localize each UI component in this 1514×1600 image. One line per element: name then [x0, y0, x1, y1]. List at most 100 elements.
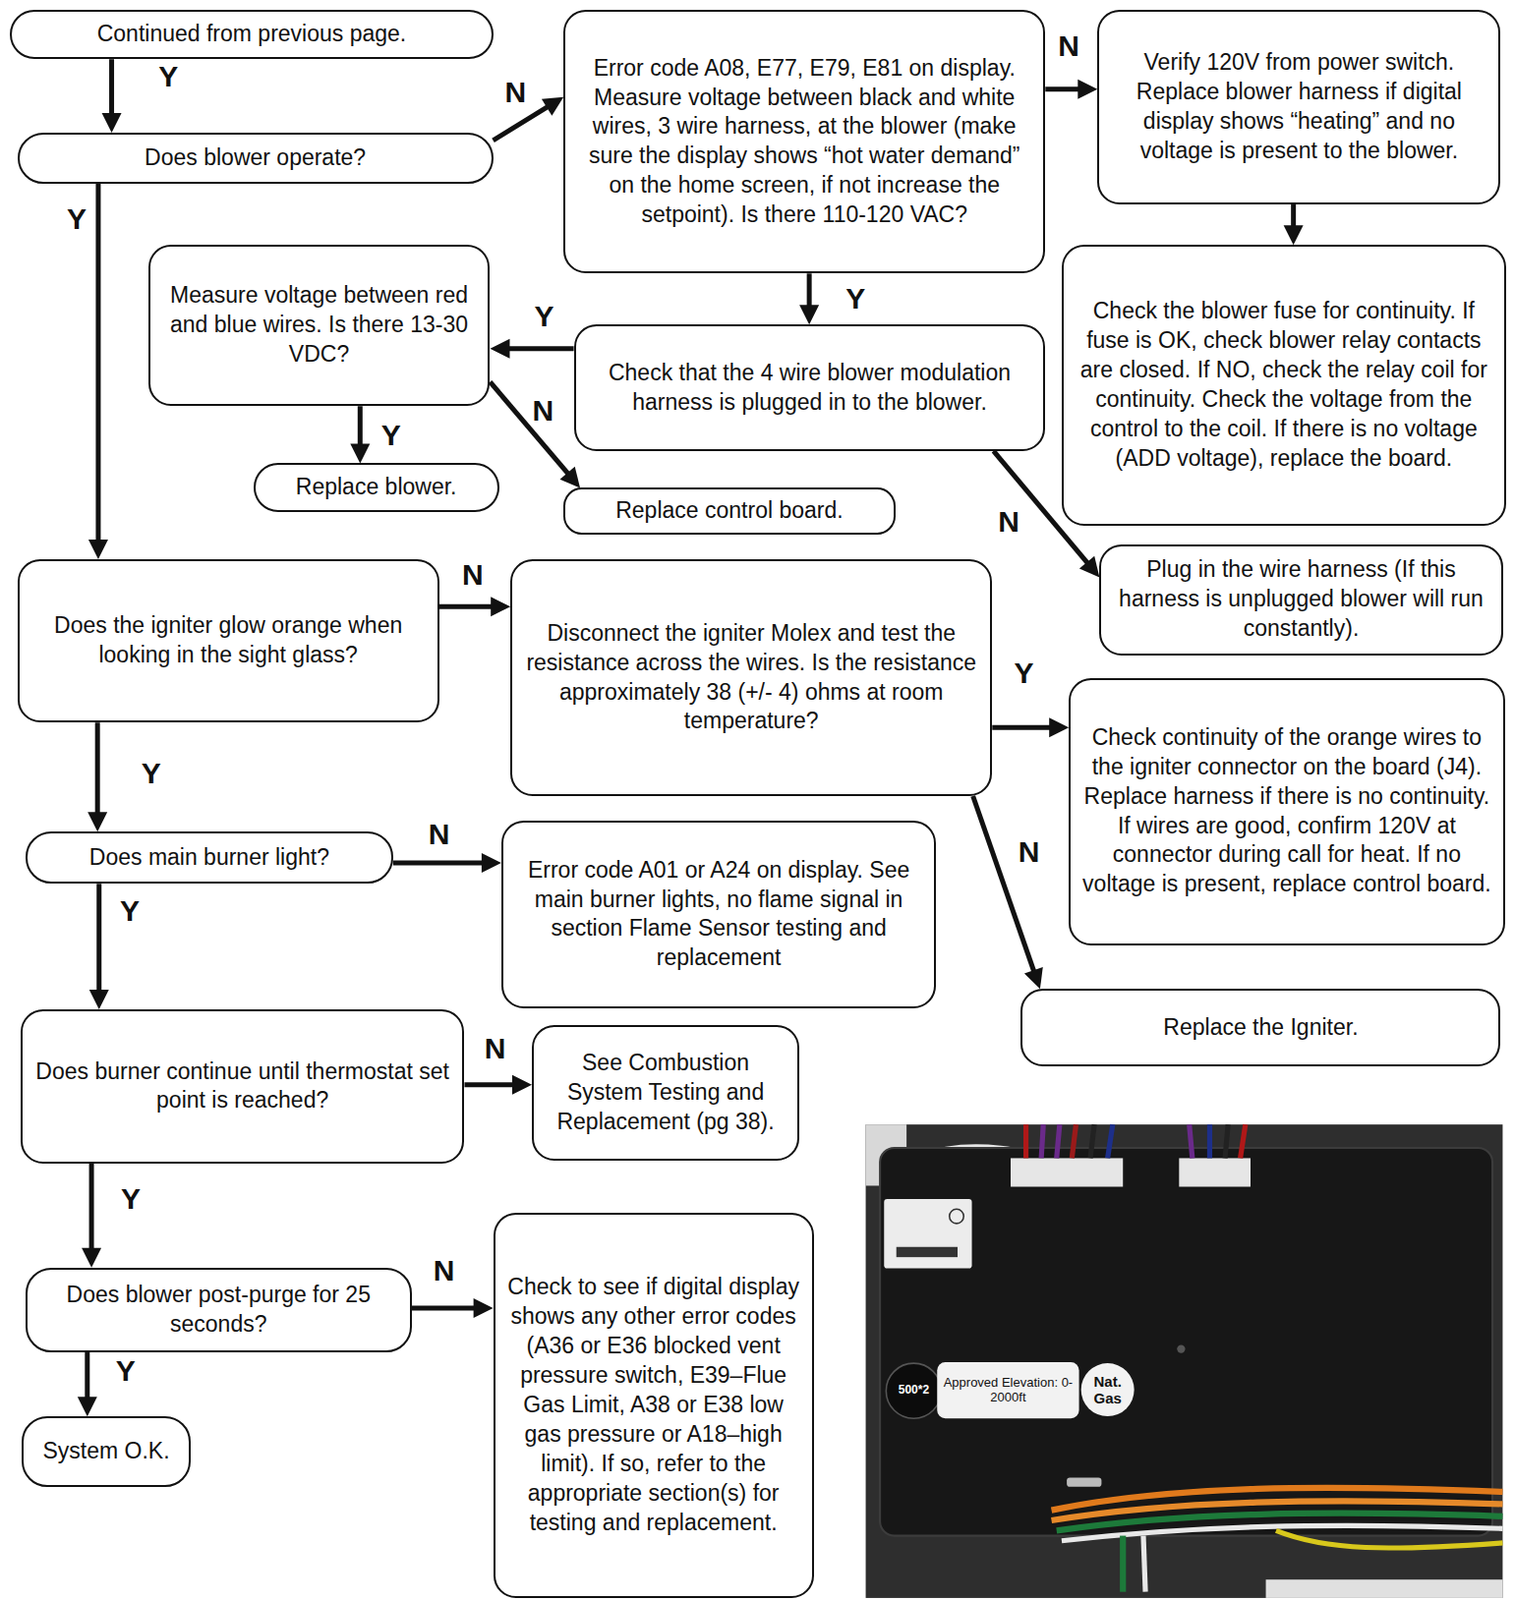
node-text: Error code A01 or A24 on display. See ma…	[513, 856, 925, 975]
flow-line	[464, 1082, 517, 1088]
process-box: Error code A01 or A24 on display. See ma…	[501, 820, 936, 1009]
process-box: Check the blower fuse for continuity. If…	[1061, 244, 1507, 526]
arrow-head	[799, 304, 819, 325]
arrow-head	[81, 1248, 102, 1269]
flow-arrow	[393, 853, 502, 874]
decision-box: Does blower post-purge for 25 seconds?	[25, 1268, 412, 1353]
node-text: Does the igniter glow orange when lookin…	[29, 611, 428, 671]
flow-arrow	[89, 883, 110, 1010]
screw	[1176, 1344, 1185, 1353]
node-text: Check the blower fuse for continuity. If…	[1073, 296, 1495, 473]
decision-box: Does main burner light?	[25, 831, 394, 884]
arrow-head	[88, 539, 109, 560]
branch-label: Y	[119, 896, 140, 927]
node-text: Replace control board.	[615, 496, 843, 526]
flow-line	[95, 183, 101, 544]
model-sticker	[883, 1199, 972, 1270]
branch-label: Y	[533, 301, 554, 332]
branch-label: N	[532, 396, 555, 426]
branch-label: N	[505, 77, 527, 108]
flow-arrow	[799, 273, 819, 325]
node-text: Does main burner light?	[89, 843, 330, 874]
flow-arrow	[77, 1352, 98, 1417]
arrow-head	[1283, 225, 1304, 245]
branch-label: Y	[66, 204, 87, 234]
node-text: Check continuity of the orange wires to …	[1080, 723, 1493, 900]
node-text: Disconnect the igniter Molex and test th…	[522, 619, 981, 738]
arrow-head	[489, 339, 510, 359]
node-text: Does blower post-purge for 25 seconds?	[37, 1281, 401, 1340]
flow-line	[489, 382, 570, 477]
rating-label: 500*2	[885, 1363, 941, 1419]
flow-line	[1045, 86, 1082, 92]
flow-arrow	[81, 1164, 102, 1269]
flow-arrow	[493, 97, 565, 141]
flow-line	[973, 796, 1036, 975]
branch-label: N	[462, 560, 484, 590]
flow-line	[411, 1306, 478, 1312]
process-box: Error code A08, E77, E79, E81 on display…	[563, 9, 1046, 274]
rating-disc	[885, 1363, 941, 1419]
gas-type-label: Nat. Gas	[1081, 1363, 1135, 1417]
node-text: Check to see if digital display shows an…	[505, 1273, 803, 1538]
flow-arrow	[464, 1075, 532, 1096]
branch-label: Y	[1014, 658, 1035, 689]
flow-line	[89, 1164, 95, 1253]
start-terminal: Continued from previous page.	[9, 9, 493, 59]
flow-line	[807, 273, 813, 309]
flow-arrow	[973, 796, 1044, 990]
photo-ground	[866, 1124, 1504, 1599]
flow-line	[493, 105, 551, 141]
top-connectors	[1010, 1124, 1251, 1187]
branch-label: Y	[116, 1356, 136, 1387]
branch-label: N	[484, 1034, 507, 1064]
branch-label: Y	[141, 758, 162, 789]
action-box: Replace blower.	[253, 463, 500, 513]
branch-label: N	[997, 507, 1020, 537]
flow-line	[84, 1352, 90, 1401]
flow-arrow	[489, 382, 581, 489]
process-box: Check that the 4 wire blower modulation …	[574, 324, 1047, 452]
elevation-sticker	[936, 1362, 1079, 1419]
node-text: Continued from previous page.	[97, 19, 408, 50]
flow-arrow	[991, 717, 1069, 738]
elevation-label: Approved Elevation: 0-2000ft	[936, 1362, 1079, 1419]
decision-box: Does burner continue until thermostat se…	[20, 1009, 466, 1165]
branch-label: Y	[381, 420, 402, 451]
node-text: Error code A08, E77, E79, E81 on display…	[575, 54, 1034, 231]
process-box: Plug in the wire harness (If this harnes…	[1099, 544, 1503, 656]
process-box: See Combustion System Testing and Replac…	[531, 1025, 800, 1162]
arrow-head	[87, 812, 108, 832]
branch-label: N	[428, 819, 451, 850]
decision-box: Measure voltage between red and blue wir…	[148, 244, 491, 407]
node-text: Check that the 4 wire blower modulation …	[585, 358, 1035, 418]
flow-line	[505, 346, 574, 351]
branch-label: N	[433, 1256, 456, 1286]
flow-line	[439, 604, 496, 610]
action-box: Replace the Igniter.	[1020, 989, 1501, 1067]
node-text: Does blower operate?	[144, 143, 366, 174]
wire-bundle	[1051, 1488, 1504, 1593]
branch-label: N	[1057, 31, 1080, 61]
arrow-head	[1024, 967, 1044, 990]
flow-line	[393, 861, 486, 867]
branch-label: N	[1018, 837, 1041, 868]
floor	[1266, 1579, 1504, 1599]
flow-line	[95, 722, 101, 816]
arrow-head	[512, 1075, 532, 1096]
action-box: Replace control board.	[563, 487, 896, 535]
arrow-head	[490, 596, 511, 617]
arrow-head	[349, 443, 370, 464]
arrow-head	[89, 989, 110, 1010]
node-text: Replace blower.	[295, 472, 458, 503]
node-text: Does burner continue until thermostat se…	[32, 1057, 454, 1117]
node-text: See Combustion System Testing and Replac…	[543, 1048, 788, 1138]
flow-arrow	[411, 1298, 494, 1319]
node-text: Plug in the wire harness (If this harnes…	[1110, 555, 1491, 644]
arrow-head	[559, 466, 581, 489]
node-text: System O.K.	[42, 1437, 170, 1467]
decision-box: Does blower operate?	[17, 132, 494, 184]
fuse	[1066, 1477, 1102, 1487]
arrow-head	[473, 1298, 494, 1319]
